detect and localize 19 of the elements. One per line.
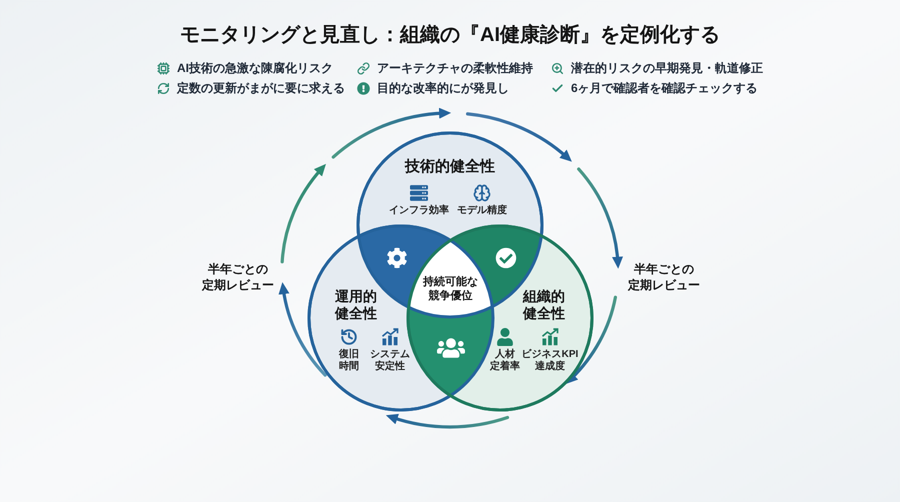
metric-label: システム安定性 [369,349,411,373]
center-text: 持続可能な競争優位 [422,274,479,303]
metric-label: モデル精度 [457,205,507,217]
title: モニタリングと見直し：組織の『AI健康診断』を定例化する [180,22,720,48]
bullet-text: 6ヶ月で確認者を確認チェックする [571,80,758,96]
bullet-text: アーキテクチャの柔軟性維持 [377,60,533,76]
circle-title: 技術的健全性 [405,157,495,176]
bullet-text: 目的な改率的にが発見し [377,80,509,96]
circle-title: 組織的健全性 [522,288,566,322]
side-label: 半年ごとの定期レビュー [200,261,275,293]
bullet-text: 定数の更新がまがに要に求える [177,80,345,96]
metric-label: ビジネスKPI達成度 [521,349,579,373]
circle-title: 運用的健全性 [334,288,378,322]
metric-label: 人材定着率 [490,349,520,373]
bullet-text: AI技術の急激な陳腐化リスク [177,60,333,76]
side-label: 半年ごとの定期レビュー [626,261,701,293]
bullet-text: 潜在的リスクの早期発見・軌道修正 [571,60,763,76]
metric-label: 復旧時間 [338,349,360,373]
metric-label: インフラ効率 [389,205,449,217]
